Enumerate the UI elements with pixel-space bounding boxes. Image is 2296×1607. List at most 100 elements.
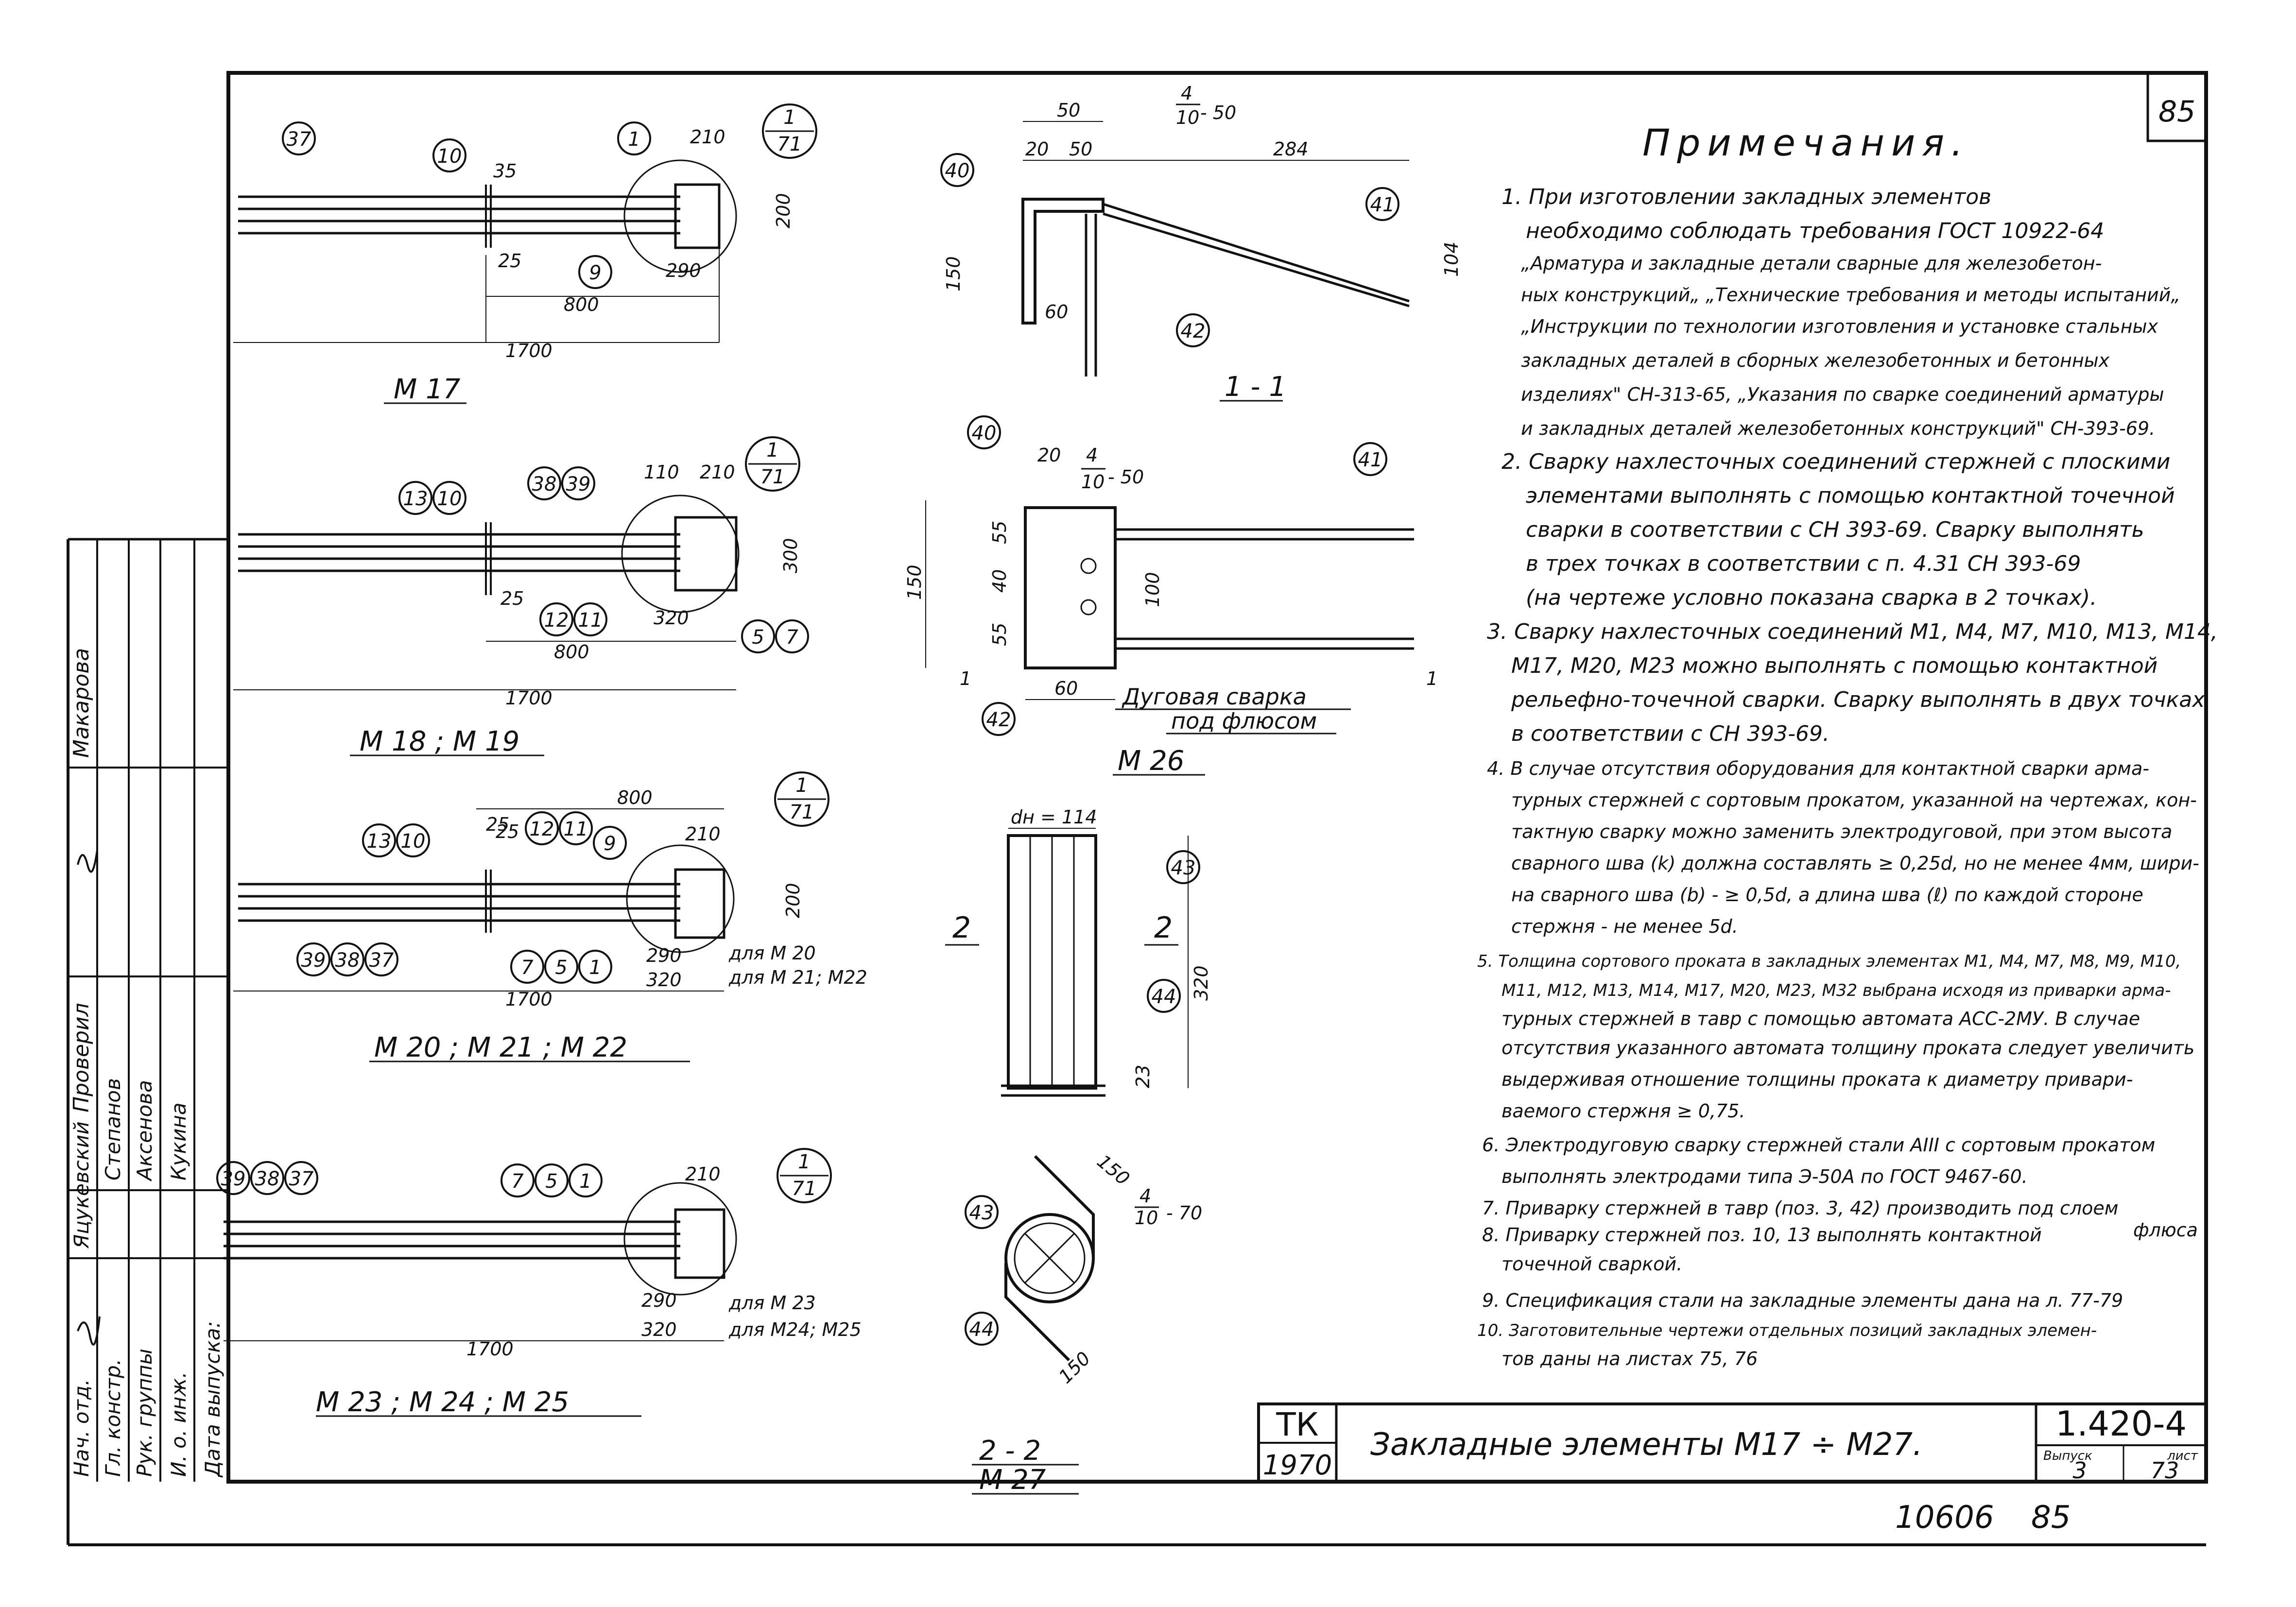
bubble-38: 38 (335, 949, 360, 972)
bubble-1: 1 (589, 957, 601, 979)
note-flux: под флюсом (1171, 708, 1317, 734)
note-line-35: 10. Заготовительные чертежи отдельных по… (1477, 1321, 2097, 1340)
bubble-37: 37 (369, 949, 394, 972)
bubble-41: 41 (1358, 449, 1383, 471)
note-line-17: 4. В случае отсутствия оборудования для … (1487, 758, 2149, 779)
bubble-12: 12 (544, 609, 569, 632)
signature-block: Нач. отд. Гл. констр. Рук. группы И. о. … (68, 539, 228, 1482)
bubble-44: 44 (1152, 986, 1176, 1008)
tb-title: Закладные элементы М17 ÷ М27. (1370, 1427, 1922, 1463)
notes: Примечания. 1. При изготовлении закладны… (1477, 121, 2218, 1369)
bubble-5: 5 (752, 626, 764, 649)
bubble-38: 38 (532, 473, 557, 496)
dim-1700: 1700 (505, 989, 552, 1010)
dim-1700: 1700 (466, 1338, 514, 1360)
note-line-11: в трех точках в соответствии с п. 4.31 С… (1526, 551, 2081, 576)
dim-200: 200 (773, 193, 794, 228)
ref-bottom: 71 (760, 466, 785, 488)
dim-290: 290 (641, 1290, 677, 1311)
bubble-5: 5 (555, 957, 567, 979)
note-line-13: 3. Сварку нахлесточных соединений М1, М4… (1487, 619, 2218, 644)
weld-len: - 50 (1108, 466, 1144, 488)
note-flux-word: флюса (2133, 1219, 2198, 1241)
dim-104: 104 (1441, 241, 1462, 277)
dim-320: 320 (641, 1319, 677, 1340)
note-line-23: 5. Толщина сортового проката в закладных… (1477, 952, 2181, 971)
dim-25: 25 (501, 588, 524, 609)
dim-25: 25 (496, 821, 519, 842)
ref-bottom: 71 (792, 1178, 817, 1200)
note-line-32: 8. Приварку стержней поз. 10, 13 выполня… (1482, 1224, 2042, 1246)
ref-bottom: 71 (790, 801, 814, 823)
dim-25: 25 (498, 250, 521, 272)
ref-top: 1 (766, 439, 778, 462)
bubble-1: 1 (628, 128, 640, 151)
weld-len: - 50 (1200, 102, 1236, 123)
label-2-2: 2 - 2 (979, 1435, 1041, 1467)
bubble-10: 10 (437, 488, 462, 510)
label-m20: М 20 ; М 21 ; М 22 (374, 1032, 627, 1063)
bubble-11: 11 (578, 609, 603, 632)
note-line-0: 1. При изготовлении закладных элементов (1502, 185, 1991, 209)
dim-60: 60 (1045, 301, 1068, 323)
dim-800: 800 (564, 294, 599, 315)
tb-sheet: 73 (2151, 1457, 2179, 1484)
bubble-39: 39 (566, 473, 591, 496)
dim-55a: 55 (989, 521, 1010, 544)
bubble-12: 12 (530, 818, 554, 840)
note-line-21: на сварного шва (b) - ≥ 0,5d, а длина шв… (1511, 884, 2143, 906)
bubble-43: 43 (969, 1202, 994, 1224)
note-line-24: М11, М12, М13, М14, М17, М20, М23, М32 в… (1502, 981, 2171, 1000)
bubble-7: 7 (511, 1170, 524, 1193)
dim-320: 320 (646, 969, 682, 991)
dim-23: 23 (1132, 1065, 1154, 1088)
note-line-5: закладных деталей в сборных железобетонн… (1521, 350, 2110, 371)
note-line-7: и закладных деталей железобетонных конст… (1521, 418, 2155, 439)
section-mark-left: 1 (960, 668, 971, 689)
weld-top: 4 (1139, 1185, 1151, 1207)
bubble-9: 9 (589, 262, 601, 284)
note-line-10: сварки в соответствии с СН 393-69. Сварк… (1526, 517, 2144, 542)
note-line-4: „Инструкции по технологии изготовления и… (1521, 316, 2158, 337)
dim-100: 100 (1142, 572, 1163, 607)
note-line-2: „Арматура и закладные детали сварные для… (1521, 253, 2102, 274)
weld-top: 4 (1086, 444, 1098, 466)
view-m20: 800 210 25 290 320 200 1700 для М 20 для… (233, 771, 867, 1063)
label-m17: М 17 (394, 374, 461, 405)
bubble-37: 37 (289, 1168, 314, 1190)
note-line-29: 6. Электродуговую сварку стержней стали … (1482, 1134, 2155, 1156)
label-m18: М 18 ; М 19 (360, 726, 519, 757)
bubble-10: 10 (401, 830, 426, 853)
bubble-10: 10 (437, 145, 462, 168)
ref-top: 1 (783, 106, 795, 129)
dim-35: 35 (493, 160, 517, 182)
name-2: Аксенова (133, 1080, 156, 1182)
dim-200: 200 (782, 883, 804, 918)
dim-150: 150 (904, 564, 925, 600)
page-number: 85 (2158, 95, 2195, 129)
bubble-41: 41 (1370, 194, 1395, 216)
dim-20: 20 (1025, 138, 1049, 160)
note-line-27: выдерживая отношение толщины проката к д… (1502, 1069, 2133, 1090)
note-line-12: (на чертеже условно показана сварка в 2 … (1526, 585, 2097, 610)
dim-20: 20 (1037, 444, 1061, 466)
view-m18: 110 210 25 320 300 800 1700 13 10 38 39 … (233, 436, 809, 757)
dim-300: 300 (780, 538, 801, 573)
note-line-25: турных стержней в тавр с помощью автомат… (1502, 1008, 2140, 1029)
bubble-37: 37 (287, 128, 311, 151)
note-line-28: ваемого стержня ≥ 0,75. (1502, 1100, 1745, 1122)
label-m26: М 26 (1118, 745, 1184, 777)
note-line-15: рельефно-точечной сварки. Сварку выполня… (1511, 687, 2205, 712)
section-mark-right: 1 (1426, 668, 1438, 689)
label-m27: М 27 (979, 1464, 1046, 1496)
dim-290: 290 (646, 945, 682, 966)
dim-60: 60 (1054, 678, 1078, 699)
note-line-34: 9. Спецификация стали на закладные элеме… (1482, 1290, 2123, 1311)
role-4: Дата выпуска: (201, 1321, 224, 1478)
note-line-18: турных стержней с сортовым прокатом, ука… (1511, 789, 2197, 811)
proverila-name: Макарова (69, 648, 94, 758)
weld-bottom: 10 (1135, 1207, 1158, 1229)
note-line-20: сварного шва (k) должна составлять ≥ 0,2… (1511, 853, 2199, 874)
caption-m20: для М 20 (728, 942, 816, 964)
bubble-42: 42 (1181, 320, 1206, 342)
